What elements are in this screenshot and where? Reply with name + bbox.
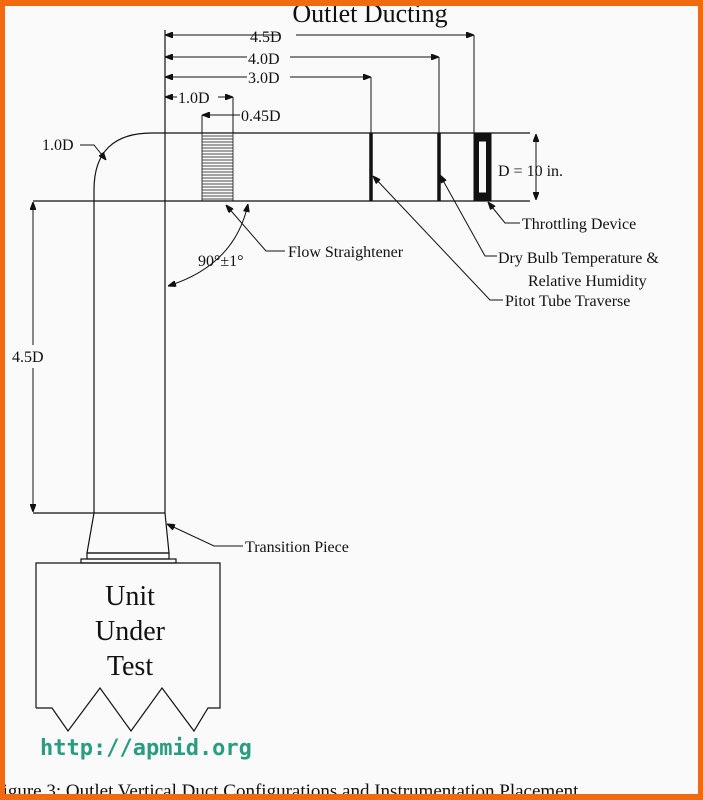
label-relative-humidity: Relative Humidity	[528, 273, 647, 290]
label-dry-bulb: Dry Bulb Temperature &	[498, 250, 659, 267]
dim-1-0d: 1.0D	[178, 90, 210, 107]
label-flow-straightener: Flow Straightener	[288, 244, 404, 261]
vertical-duct	[33, 30, 166, 514]
diagram-title: Outlet Ducting	[292, 6, 447, 28]
label-pitot: Pitot Tube Traverse	[505, 293, 630, 310]
dim-diameter: D = 10 in.	[498, 163, 563, 180]
dim-4-5d: 4.5D	[250, 29, 282, 46]
dim-elbow-radius: 1.0D	[42, 137, 74, 154]
dim-3-0d: 3.0D	[248, 70, 280, 87]
unit-under-test-box	[35, 562, 221, 733]
watermark: http://apmid.org	[40, 736, 252, 761]
label-throttling-device: Throttling Device	[522, 216, 636, 233]
duct-diagram: Outlet Ducting 4.5D 4.0D 3.0D 1.0	[5, 6, 659, 794]
throttling-device	[473, 133, 492, 202]
diagram-canvas: Outlet Ducting 4.5D 4.0D 3.0D 1.0	[5, 6, 698, 794]
unit-label-line2: Under	[95, 616, 166, 647]
unit-label-line3: Test	[107, 651, 153, 682]
label-transition: Transition Piece	[245, 539, 349, 556]
dimension-lines	[33, 35, 536, 512]
dim-vertical: 4.5D	[12, 349, 44, 366]
flow-straightener	[201, 132, 234, 202]
transition-piece	[80, 512, 177, 564]
horizontal-duct	[33, 132, 530, 202]
dim-4-0d: 4.0D	[248, 51, 280, 68]
figure-caption: Figure 3: Outlet Vertical Duct Configura…	[5, 781, 579, 794]
leader-lines	[80, 144, 520, 547]
unit-label-line1: Unit	[105, 581, 155, 612]
dim-0-45d: 0.45D	[241, 108, 281, 125]
